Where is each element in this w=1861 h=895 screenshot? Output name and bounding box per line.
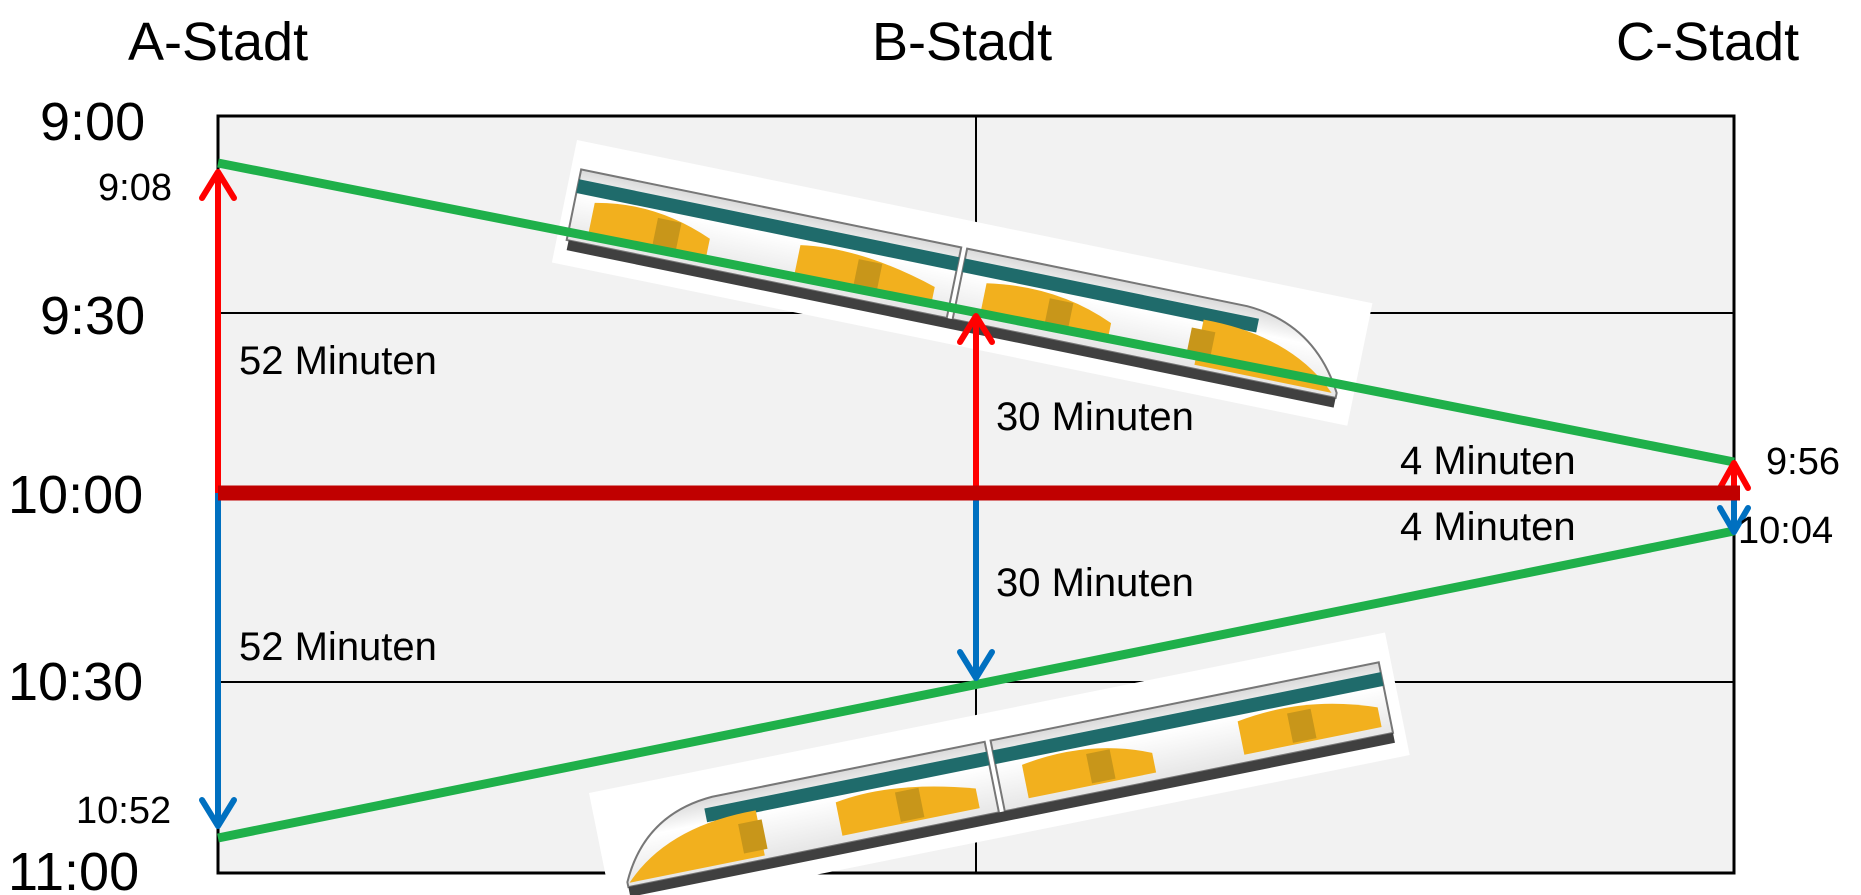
station-label-a: A-Stadt bbox=[128, 12, 308, 72]
duration-c-after: 4 Minuten bbox=[1400, 505, 1576, 549]
axis-time-1100: 11:00 bbox=[8, 842, 139, 895]
arrowhead-a-after bbox=[199, 797, 237, 829]
axis-time-900: 9:00 bbox=[40, 92, 145, 152]
arrowhead-b-before bbox=[957, 313, 995, 345]
duration-a-before: 52 Minuten bbox=[239, 339, 437, 383]
duration-a-after: 52 Minuten bbox=[239, 625, 437, 669]
arrowhead-b-after bbox=[957, 649, 995, 681]
station-label-b: B-Stadt bbox=[872, 12, 1052, 72]
train-path-c-to-a bbox=[217, 526, 1735, 843]
event-time-c-arrival: 9:56 bbox=[1766, 441, 1840, 483]
arrowhead-c-before bbox=[1717, 460, 1751, 491]
arrowhead-c-after bbox=[1717, 505, 1751, 535]
train-path-a-to-c bbox=[217, 158, 1735, 467]
event-time-a-arrival: 10:52 bbox=[76, 790, 171, 832]
duration-b-before: 30 Minuten bbox=[996, 395, 1194, 439]
duration-c-before: 4 Minuten bbox=[1400, 439, 1576, 483]
axis-time-1000: 10:00 bbox=[8, 465, 143, 525]
event-time-a-departure: 9:08 bbox=[98, 167, 172, 209]
station-label-c: C-Stadt bbox=[1616, 12, 1799, 72]
duration-b-after: 30 Minuten bbox=[996, 561, 1194, 605]
axis-time-930: 9:30 bbox=[40, 286, 145, 346]
train-image-lower bbox=[589, 632, 1410, 895]
event-time-c-departure: 10:04 bbox=[1738, 510, 1833, 552]
axis-time-1030: 10:30 bbox=[8, 652, 143, 712]
arrowhead-a-before bbox=[199, 169, 237, 201]
